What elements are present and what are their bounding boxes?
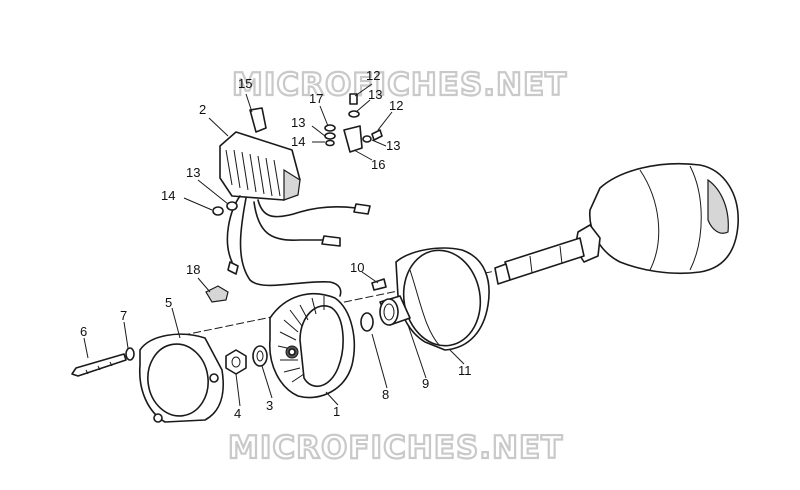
- callout-8: 8: [382, 387, 389, 402]
- callout-11: 11: [458, 363, 472, 378]
- part-13-washer-top: [348, 110, 360, 118]
- callout-14-left: 14: [161, 188, 175, 203]
- part-12-screw-right: [371, 129, 383, 141]
- part-13-washer-right: [362, 135, 372, 143]
- callout-18: 18: [186, 262, 200, 277]
- callout-13-top: 13: [368, 87, 382, 102]
- callout-16: 16: [371, 157, 385, 172]
- part-12-screw-top: [349, 93, 358, 105]
- part-16-bracket: [343, 125, 363, 153]
- part-9-bushing: [379, 295, 411, 326]
- callout-10: 10: [350, 260, 364, 275]
- callout-12-right: 12: [389, 98, 403, 113]
- callout-15: 15: [238, 76, 252, 91]
- watermark-bottom: MICROFICHES.NET: [228, 430, 563, 466]
- part-7-washer: [125, 347, 135, 361]
- part-14-washer-mid: [325, 139, 335, 147]
- callout-6: 6: [80, 324, 87, 339]
- callout-3: 3: [266, 398, 273, 413]
- callout-12-top: 12: [366, 68, 380, 83]
- part-4-nut: [225, 349, 247, 375]
- part-8-oring: [360, 312, 374, 332]
- part-17-nut: [324, 124, 336, 132]
- part-14-nut-left: [212, 206, 224, 216]
- callout-13-left: 13: [186, 165, 200, 180]
- leader-lines: [83, 83, 465, 407]
- part-2-regulator: [219, 131, 301, 201]
- callout-2: 2: [199, 102, 206, 117]
- part-6-bolt: [71, 353, 127, 377]
- callout-5: 5: [165, 295, 172, 310]
- callout-14-mid: 14: [291, 134, 305, 149]
- callout-17: 17: [309, 91, 323, 106]
- part-1-stator: [269, 293, 356, 399]
- part-10-clip: [371, 278, 387, 291]
- part-13-washer-mid: [324, 132, 336, 140]
- wiring-harness: [226, 195, 371, 297]
- part-3-washer: [252, 345, 268, 367]
- part-15-bracket: [249, 107, 267, 133]
- part-13-washer-left: [226, 201, 238, 211]
- callout-13-mid: 13: [291, 115, 305, 130]
- part-18-grommet: [205, 285, 229, 303]
- callout-1: 1: [333, 404, 340, 419]
- callout-9: 9: [422, 376, 429, 391]
- callout-13-right: 13: [386, 138, 400, 153]
- part-11-housing: [395, 247, 490, 351]
- part-5-cover: [138, 333, 224, 423]
- callout-labels: 1 2 3 4 5 6 7 8 9 10 11 12 12 13 13 13 1…: [80, 68, 472, 421]
- callout-4: 4: [234, 406, 241, 421]
- watermark-top: MICROFICHES.NET: [232, 67, 567, 103]
- crankshaft: [494, 162, 739, 285]
- callout-7: 7: [120, 308, 127, 323]
